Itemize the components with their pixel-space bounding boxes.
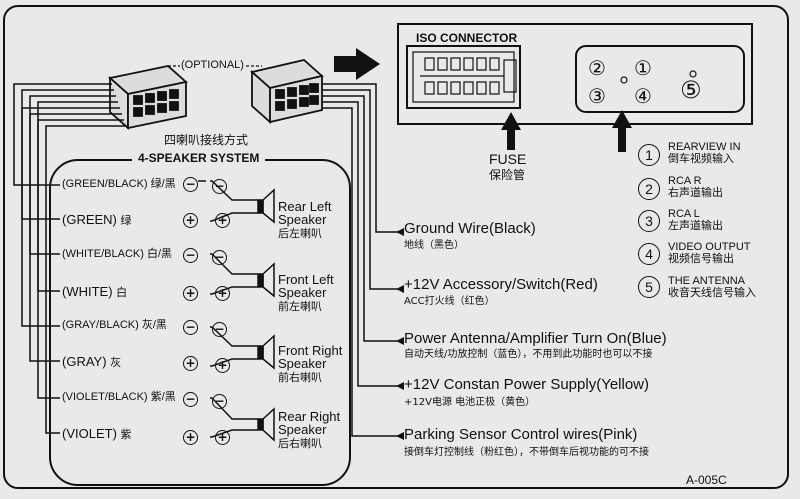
power-wire-label: Parking Sensor Control wires(Pink) (404, 426, 638, 443)
negative-terminal-icon: − (212, 179, 227, 194)
system-title-cn: 四喇叭接线方式 (164, 133, 249, 147)
wire-label: (GRAY/BLACK) 灰/黑 (62, 319, 167, 331)
power-wire-label: Ground Wire(Black) (404, 220, 536, 237)
panel-arrow (612, 110, 632, 152)
rca-panel (575, 45, 745, 113)
legend-number: 3 (638, 210, 660, 232)
negative-terminal-icon: − (183, 177, 198, 192)
power-wire-label: +12V Accessory/Switch(Red) (404, 276, 598, 293)
legend-number: 1 (638, 144, 660, 166)
panel-number: ① (634, 56, 652, 80)
positive-terminal-icon: + (183, 356, 198, 371)
wire-label: (WHITE) 白 (62, 284, 128, 299)
wire-label: (VIOLET) 紫 (62, 426, 132, 441)
positive-terminal-icon: + (215, 430, 230, 445)
wire-label: (GREEN/BLACK) 绿/黑 (62, 178, 176, 190)
iso-connector-box (397, 23, 753, 125)
legend-number: 2 (638, 178, 660, 200)
left-harness-plug (108, 65, 188, 131)
power-wire-label: +12V Constan Power Supply(Yellow) (404, 376, 650, 393)
positive-terminal-icon: + (183, 430, 198, 445)
panel-number: ⑤ (680, 76, 702, 104)
positive-terminal-icon: + (215, 286, 230, 301)
power-wire-label-cn: 接倒车灯控制线（粉红色），不带倒车后视功能的可不接 (404, 447, 649, 458)
wire-label: (WHITE/BLACK) 白/黑 (62, 248, 173, 260)
negative-terminal-icon: − (183, 248, 198, 263)
fuse-label-cn: 保险管 (489, 168, 526, 182)
power-wire-label-cn: 自动天线/功放控制（蓝色），不用到此功能时也可以不接 (404, 349, 653, 360)
power-wire-label: Power Antenna/Amplifier Turn On(Blue) (404, 330, 667, 347)
legend-number: 5 (638, 276, 660, 298)
fuse-arrow (501, 112, 521, 150)
wire-label: (GREEN) 绿 (62, 212, 132, 227)
negative-terminal-icon: − (183, 392, 198, 407)
panel-number: ③ (588, 84, 606, 108)
negative-terminal-icon: − (212, 250, 227, 265)
negative-terminal-icon: − (212, 394, 227, 409)
panel-number: ④ (634, 84, 652, 108)
power-wire-label-cn: +12V电源 电池正极（黄色） (404, 397, 536, 408)
positive-terminal-icon: + (215, 213, 230, 228)
positive-terminal-icon: + (215, 358, 230, 373)
fuse-label: FUSE (489, 151, 527, 167)
power-wire-label-cn: ACC打火线（红色） (404, 296, 495, 307)
wire-label: (VIOLET/BLACK) 紫/黑 (62, 391, 176, 403)
direction-arrow (334, 48, 380, 80)
panel-number: ② (588, 56, 606, 80)
outer-frame (3, 5, 789, 489)
positive-terminal-icon: + (183, 286, 198, 301)
system-title: 4-SPEAKER SYSTEM (132, 152, 266, 164)
model-code: A-005C (686, 473, 727, 487)
negative-terminal-icon: − (212, 322, 227, 337)
right-harness-plug (250, 59, 324, 125)
iso-connector-label: ISO CONNECTOR (416, 31, 518, 45)
wire-label: (GRAY) 灰 (62, 354, 122, 369)
legend-number: 4 (638, 243, 660, 265)
power-wire-label-cn: 地线（黑色） (404, 240, 464, 251)
positive-terminal-icon: + (183, 213, 198, 228)
optional-label: (OPTIONAL) (181, 59, 244, 71)
negative-terminal-icon: − (183, 320, 198, 335)
